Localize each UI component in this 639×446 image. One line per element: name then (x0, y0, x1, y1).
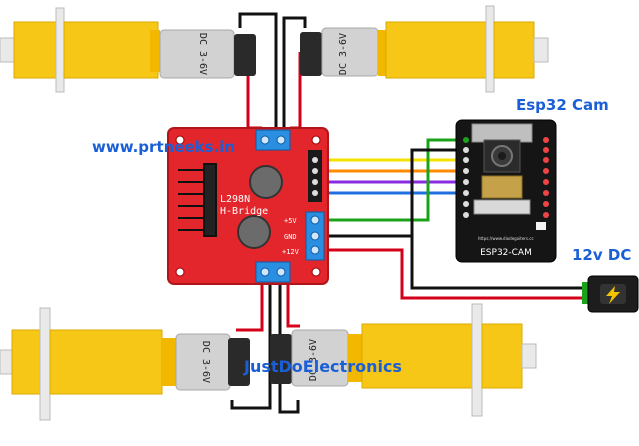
motor-bottom-left: DC 3-6V (0, 307, 250, 421)
motor-bottom-right-label: DC 3-6V (308, 339, 319, 381)
driver-chip-label: L298N (220, 194, 250, 205)
wire-gnd-black (318, 148, 466, 238)
capacitor-2 (237, 215, 271, 249)
flash-led (536, 222, 546, 230)
motor-bottom-right: DC 3-6V (270, 303, 537, 417)
wire-gnd-to-dc (410, 236, 588, 290)
motor-bottom-left-label: DC 3-6V (200, 341, 211, 383)
wire-bottom-left-motor-red (236, 282, 264, 332)
driver-sub-label: H-Bridge (220, 206, 268, 217)
esp32-cam-title: Esp32 Cam (516, 96, 609, 114)
esp32-cam-module: https://www.diodegoiters.cc ESP32-CAM (455, 119, 557, 263)
wire-top-right-motor-red (290, 52, 302, 130)
pin-5v-label: +5V (284, 217, 297, 225)
motor-top-right: DC 3-6V (300, 5, 549, 93)
website-label: www.prtneeks.in (92, 138, 236, 156)
motor-top-right-label: DC 3-6V (338, 33, 349, 75)
input-header (308, 150, 322, 202)
wire-top-left-motor-black (238, 12, 278, 130)
terminal-bottom (255, 261, 291, 283)
pin-gnd-label: GND (284, 233, 297, 241)
pin-12v-label: +12V (282, 248, 300, 256)
esp32-module-label: ESP32-CAM (480, 248, 532, 258)
wire-12v-red (318, 248, 588, 300)
wire-bottom-right-motor-red (286, 282, 300, 328)
l298n-driver-board: L298N H-Bridge +5V GND +12V (167, 127, 329, 285)
terminal-top (255, 129, 291, 151)
capacitor-1 (249, 165, 283, 199)
wires (230, 12, 588, 414)
dc-power-title: 12v DC (572, 246, 632, 264)
power-bolt-icon (606, 286, 620, 304)
esp32-right-pins (543, 137, 549, 218)
wire-5v-green (318, 138, 466, 222)
esp32-site-text: https://www.diodegoiters.cc (478, 236, 534, 241)
motor-top-left-label: DC 3-6V (197, 33, 208, 75)
wire-top-right-motor-black (282, 16, 307, 130)
dc-jack (582, 275, 639, 313)
heatsink (178, 163, 217, 237)
esp32-left-pins (463, 137, 469, 218)
brand-label: JustDoElectronics (244, 357, 402, 376)
motor-top-left: DC 3-6V (0, 7, 256, 93)
